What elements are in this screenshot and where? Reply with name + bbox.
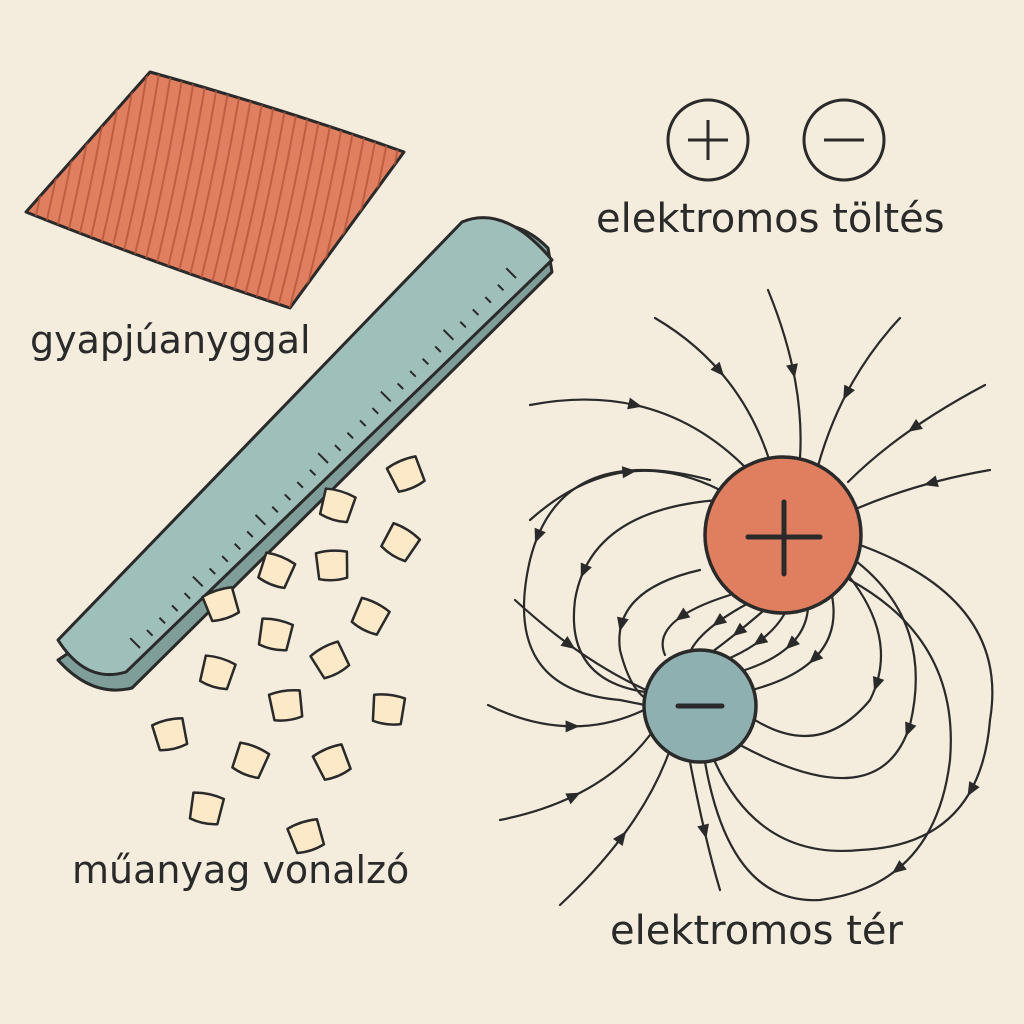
field-arrow [710, 361, 725, 377]
field-line [528, 469, 722, 522]
field-line [572, 498, 720, 694]
field-arrow [892, 860, 907, 874]
paper-bits [150, 455, 426, 855]
field-arrow [712, 613, 728, 627]
field-arrow [905, 721, 917, 737]
field-arrow [697, 823, 709, 839]
field-line [558, 753, 670, 907]
field-arrow [617, 616, 629, 632]
field-arrow [675, 607, 691, 621]
field-arrow [967, 781, 980, 797]
field-arrow [580, 562, 592, 578]
field-arrow [753, 632, 769, 646]
field-line [766, 288, 802, 460]
field-arrow [786, 363, 798, 379]
negative-charge [642, 648, 758, 764]
field-arrows [534, 361, 980, 874]
field-line [513, 598, 648, 692]
field-arrow [565, 792, 581, 805]
field-arrow [560, 636, 576, 650]
field-arrow [923, 475, 939, 488]
ruler-label: műanyag vonalzó [72, 848, 410, 892]
field-line [703, 578, 952, 902]
field-label: elektromos tér [610, 908, 903, 954]
field-line [688, 603, 747, 654]
field-line [846, 383, 987, 484]
charge-label: elektromos töltés [596, 196, 945, 242]
field-arrow [732, 622, 748, 637]
field-line [498, 733, 652, 822]
field-arrow [907, 418, 923, 432]
wool-label: gyapjúanyggal [30, 318, 311, 362]
field-arrow [565, 720, 580, 733]
field-arrow [843, 384, 855, 400]
legend-positive-charge [666, 98, 750, 182]
plastic-ruler [56, 216, 554, 692]
field-arrow [872, 675, 885, 692]
field-arrow [808, 649, 824, 664]
positive-charge [703, 455, 863, 615]
field-line [856, 468, 992, 510]
field-line [728, 611, 787, 660]
field-line [528, 398, 750, 472]
field-lines [486, 288, 994, 907]
field-line [713, 543, 994, 852]
field-arrow [785, 635, 800, 650]
field-line [816, 316, 902, 468]
field-arrow [612, 831, 627, 847]
field-line [753, 573, 882, 738]
field-arrow [621, 466, 637, 479]
field-line [653, 316, 772, 464]
wool-cloth [24, 70, 406, 310]
legend-negative-charge [802, 98, 886, 182]
field-line [618, 568, 702, 702]
field-arrow [627, 397, 643, 410]
field-line [661, 593, 732, 657]
field-arrow [534, 527, 546, 544]
